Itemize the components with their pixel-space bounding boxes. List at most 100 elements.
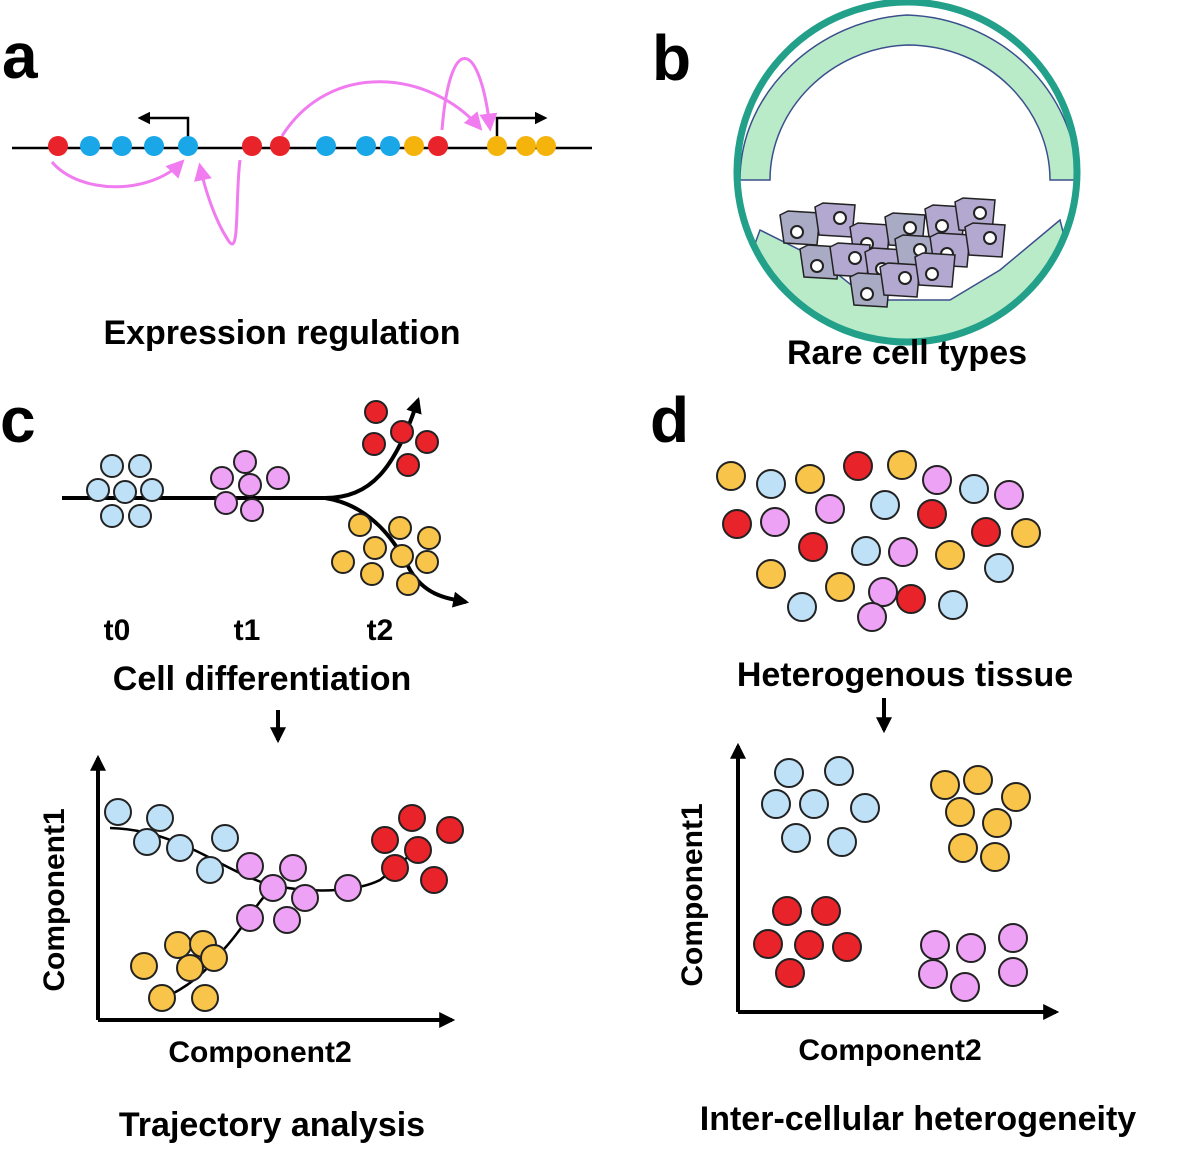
regulation-arc <box>194 159 242 246</box>
cell <box>868 577 898 607</box>
regulation-arc <box>440 57 498 132</box>
cell <box>348 513 372 537</box>
cell <box>104 798 132 826</box>
cell <box>945 797 975 827</box>
cell <box>827 827 857 857</box>
cell <box>390 420 414 444</box>
cell <box>930 770 960 800</box>
cell <box>918 959 948 989</box>
timepoint-t1: t1 <box>234 614 261 647</box>
cell <box>984 553 1014 583</box>
cell-nucleus <box>983 231 997 245</box>
cell <box>238 473 262 497</box>
cell <box>851 536 881 566</box>
cell <box>980 842 1010 872</box>
panel-c-caption-bottom: Trajectory analysis <box>119 1106 425 1144</box>
blastocyst-outline <box>733 0 1081 346</box>
regulatory-element-dot <box>316 136 336 156</box>
rare-cell-cluster <box>779 197 1006 308</box>
regulatory-element-dot <box>178 136 198 156</box>
heterogenous-tissue-cells <box>716 450 1041 632</box>
cell-nucleus <box>935 219 949 233</box>
y-axis-label: Component1 <box>38 808 71 991</box>
cell <box>196 856 224 884</box>
regulation-arc <box>280 80 483 137</box>
panel-d-caption-bottom: Inter-cellular heterogeneity <box>700 1100 1137 1138</box>
cell <box>815 494 845 524</box>
regulatory-element-dot <box>112 136 132 156</box>
cell <box>363 536 387 560</box>
regulatory-element-dot <box>242 136 262 156</box>
cell-nucleus <box>833 211 847 225</box>
cell <box>753 929 783 959</box>
cell <box>390 544 414 568</box>
cell <box>191 984 219 1012</box>
cell <box>236 852 264 880</box>
cell-nucleus <box>810 259 824 273</box>
cell <box>795 464 825 494</box>
cell <box>998 957 1028 987</box>
panel-c-letter: c <box>0 384 36 456</box>
cell <box>331 550 355 574</box>
cell <box>279 854 307 882</box>
x-axis-label: Component2 <box>798 1034 981 1067</box>
cell <box>148 984 176 1012</box>
regulatory-element-dot <box>428 136 448 156</box>
cell <box>415 550 439 574</box>
cell <box>364 400 388 424</box>
cell <box>857 602 887 632</box>
cell <box>266 466 290 490</box>
cell <box>998 923 1028 953</box>
cell <box>381 854 409 882</box>
regulation-arc <box>50 159 185 189</box>
cell <box>760 507 790 537</box>
cell <box>211 824 239 852</box>
cell <box>398 804 426 832</box>
cell <box>236 904 264 932</box>
cell <box>811 896 841 926</box>
cell <box>787 592 817 622</box>
cell <box>772 896 802 926</box>
regulatory-element-dot <box>380 136 400 156</box>
regulatory-element-dot <box>487 136 507 156</box>
cell-nucleus <box>848 251 862 265</box>
cell <box>420 866 448 894</box>
cell <box>948 833 978 863</box>
panel-c-caption-top: Cell differentiation <box>113 660 411 698</box>
cell <box>1001 782 1031 812</box>
cell-nucleus <box>973 206 987 220</box>
cell <box>417 526 441 550</box>
panel-d: d Heterogenous tissue Component2 Compone… <box>650 384 1136 1138</box>
cell <box>774 758 804 788</box>
cell <box>291 884 319 912</box>
cell <box>113 480 137 504</box>
panel-c: c t0 t1 t2 Cell differentiation Componen… <box>0 384 470 1144</box>
cell <box>164 931 192 959</box>
cell <box>832 932 862 962</box>
cell-nucleus <box>903 221 917 235</box>
regulatory-element-dot <box>404 136 424 156</box>
cell <box>415 430 439 454</box>
cell <box>362 432 386 456</box>
timepoint-t0: t0 <box>104 614 131 647</box>
cell <box>100 454 124 478</box>
cell <box>140 478 164 502</box>
timepoint-t2: t2 <box>367 614 394 647</box>
cell <box>888 537 918 567</box>
cell <box>982 808 1012 838</box>
cell <box>935 540 965 570</box>
cell <box>887 450 917 480</box>
cell-nucleus <box>860 287 874 301</box>
trajectory-cells <box>104 798 464 1012</box>
cell <box>794 930 824 960</box>
cell <box>214 491 238 515</box>
cell <box>360 562 384 586</box>
regulatory-element-dot <box>144 136 164 156</box>
cell <box>950 972 980 1002</box>
cell <box>371 826 399 854</box>
panel-d-letter: d <box>650 384 689 456</box>
cell <box>166 834 194 862</box>
cell <box>825 572 855 602</box>
panel-d-caption-top: Heterogenous tissue <box>737 656 1073 694</box>
